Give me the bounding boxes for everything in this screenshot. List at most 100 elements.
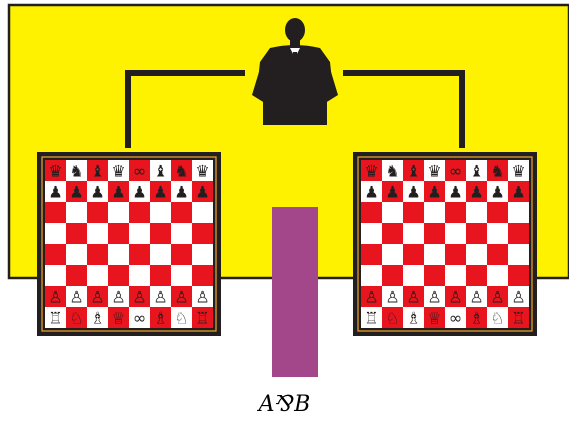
board-square (192, 181, 213, 202)
white-piece: ♖ (48, 309, 62, 328)
board-square (445, 202, 466, 223)
board-square (508, 202, 529, 223)
board-square (108, 286, 129, 307)
white-piece: ♙ (153, 288, 167, 307)
board-square (487, 223, 508, 244)
board-square (108, 265, 129, 286)
board-square (382, 286, 403, 307)
board-square (361, 244, 382, 265)
black-piece: ∞ (449, 162, 462, 181)
board-square (45, 160, 66, 181)
black-piece: ♟ (90, 183, 104, 202)
board-square (129, 181, 150, 202)
board-square (150, 286, 171, 307)
black-piece: ∞ (133, 162, 146, 181)
board-square (192, 160, 213, 181)
black-piece: ♟ (427, 183, 441, 202)
black-piece: ♞ (174, 162, 188, 181)
white-piece: ♘ (490, 309, 504, 328)
board-square (66, 307, 87, 328)
black-piece: ♞ (385, 162, 399, 181)
white-piece: ♘ (385, 309, 399, 328)
board-square (87, 265, 108, 286)
board-square (150, 265, 171, 286)
board-square (171, 307, 192, 328)
board-square (108, 181, 129, 202)
board-square (487, 286, 508, 307)
board-square (150, 223, 171, 244)
board-inner-edge (41, 156, 217, 332)
board-square (87, 286, 108, 307)
board-square (424, 202, 445, 223)
black-piece: ♟ (195, 183, 209, 202)
board-square (508, 244, 529, 265)
board-square (66, 286, 87, 307)
board-square (403, 223, 424, 244)
white-piece: ♖ (511, 309, 525, 328)
board-square (87, 223, 108, 244)
white-piece: ♙ (406, 288, 420, 307)
white-piece: ♙ (490, 288, 504, 307)
formula-caption: A⅋B (258, 392, 311, 417)
board-square (108, 223, 129, 244)
board-square (382, 202, 403, 223)
white-piece: ♙ (511, 288, 525, 307)
board-square (361, 265, 382, 286)
board-square (171, 202, 192, 223)
board-square (108, 202, 129, 223)
board-square (87, 244, 108, 265)
white-piece: ♙ (132, 288, 146, 307)
white-piece: ♙ (364, 288, 378, 307)
white-piece: ♗ (406, 309, 420, 328)
white-piece: ♙ (448, 288, 462, 307)
white-piece: ♖ (195, 309, 209, 328)
black-piece: ♟ (469, 183, 483, 202)
board-square (382, 181, 403, 202)
board-square (361, 202, 382, 223)
board-square (403, 160, 424, 181)
board-square (45, 223, 66, 244)
black-piece: ♞ (69, 162, 83, 181)
black-piece: ♝ (90, 162, 104, 181)
board-square (108, 307, 129, 328)
board-square (171, 265, 192, 286)
board-square (445, 181, 466, 202)
black-piece: ♝ (153, 162, 167, 181)
white-piece: ♙ (90, 288, 104, 307)
board-square (45, 286, 66, 307)
white-piece: ♘ (69, 309, 83, 328)
board-square (361, 181, 382, 202)
board-square (45, 307, 66, 328)
board-square (424, 160, 445, 181)
board-square (129, 286, 150, 307)
board-square (192, 202, 213, 223)
black-piece: ♟ (511, 183, 525, 202)
board-square (424, 181, 445, 202)
board-square (87, 307, 108, 328)
board-square (87, 160, 108, 181)
board-square (361, 307, 382, 328)
black-piece: ♟ (132, 183, 146, 202)
board-square (66, 223, 87, 244)
board-square (508, 223, 529, 244)
board-square (403, 202, 424, 223)
board-square (424, 286, 445, 307)
board-square (150, 202, 171, 223)
board-square (129, 265, 150, 286)
board-square (382, 223, 403, 244)
board-square (508, 265, 529, 286)
black-piece: ♛ (48, 162, 62, 181)
board-square (466, 223, 487, 244)
black-piece: ♛ (195, 162, 209, 181)
board-square (108, 160, 129, 181)
white-piece: ♙ (469, 288, 483, 307)
board-square (424, 265, 445, 286)
board-square (403, 307, 424, 328)
businessman-silhouette-icon (252, 18, 338, 125)
board-square (466, 307, 487, 328)
board-square (403, 244, 424, 265)
left-chessboard: ♛♞♝♛∞♝♞♛♟♟♟♟♟♟♟♟♙♙♙♙♙♙♙♙♖♘♗♕∞♗♘♖ (37, 152, 221, 336)
white-piece: ♙ (195, 288, 209, 307)
board-square (445, 307, 466, 328)
